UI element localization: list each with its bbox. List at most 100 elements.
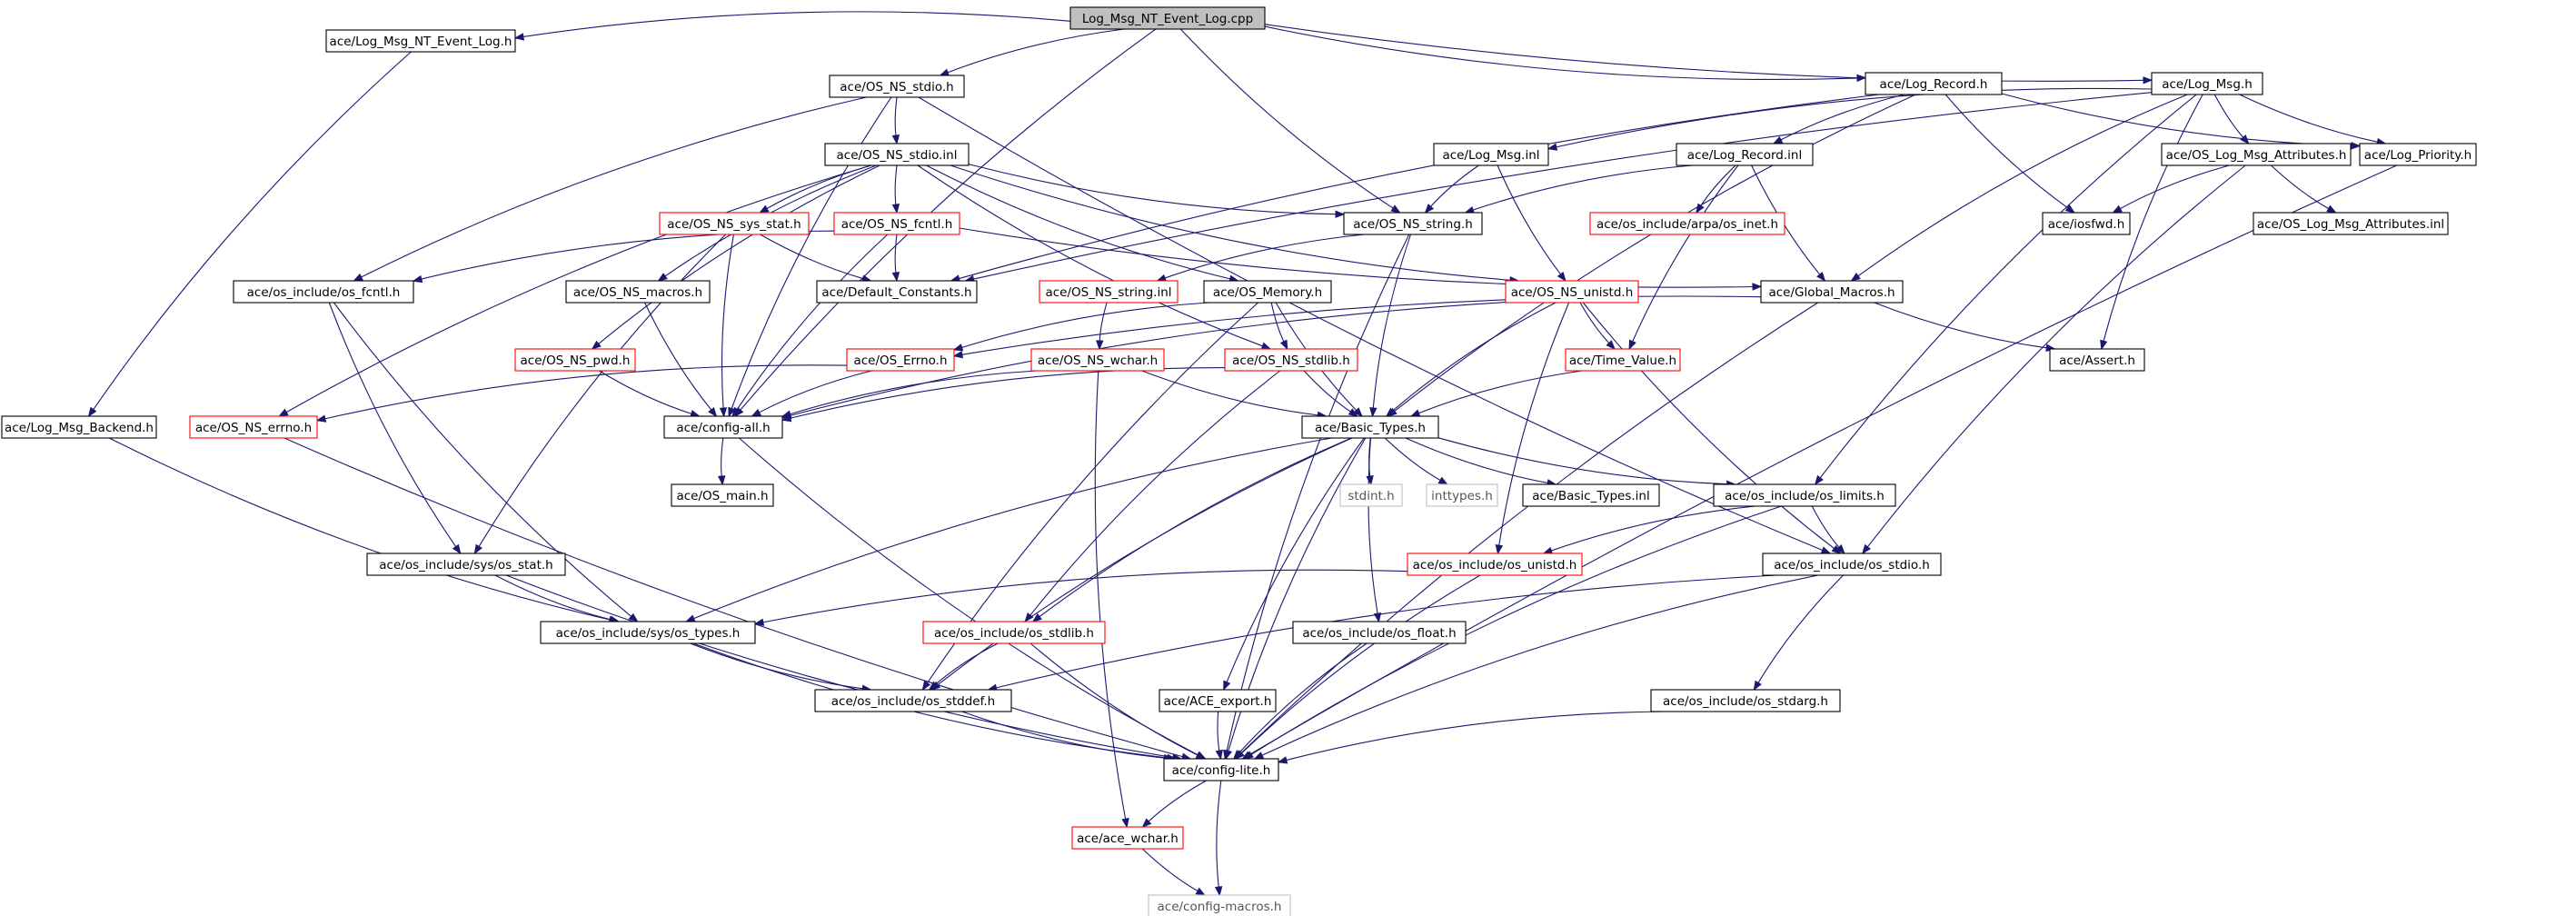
node-config-lite-h[interactable]: ace/config-lite.h — [1163, 758, 1279, 782]
node-box — [514, 348, 636, 372]
edge-sys_os_types_h-to-os_stddef_h — [690, 642, 872, 692]
node-box — [2042, 212, 2131, 235]
node-ace-export-h[interactable]: ace/ACE_export.h — [1159, 689, 1277, 712]
arrowhead — [1195, 887, 1206, 896]
node-config-macros-h: ace/config-macros.h — [1148, 894, 1291, 916]
node-os-ns-unistd-h[interactable]: ace/OS_NS_unistd.h — [1505, 280, 1639, 304]
edge-config_lite_h-to-config_macros_h — [1214, 780, 1223, 897]
node-os-ns-macros-h[interactable]: ace/OS_NS_macros.h — [565, 280, 711, 304]
node-os-stdlib-h[interactable]: ace/os_include/os_stdlib.h — [922, 621, 1106, 644]
node-global-macros-h[interactable]: ace/Global_Macros.h — [1760, 280, 1904, 304]
node-os-stdarg-h[interactable]: ace/os_include/os_stdarg.h — [1650, 689, 1841, 712]
edge-log_msg_h-to-os_limits_h — [1814, 94, 2197, 486]
node-basic-types-inl[interactable]: ace/Basic_Types.inl — [1522, 483, 1660, 507]
node-os-ns-sys-stat-h[interactable]: ace/OS_NS_sys_stat.h — [659, 212, 810, 235]
node-os-stddef-h[interactable]: ace/os_include/os_stddef.h — [814, 689, 1012, 712]
arrowhead — [1850, 273, 1861, 282]
arrowhead — [1348, 408, 1359, 417]
edge-os_stdlib_h-to-os_stddef_h — [928, 642, 999, 691]
node-box — [1292, 621, 1467, 644]
node-box — [1148, 894, 1291, 916]
node-box — [1030, 348, 1165, 372]
node-ace-wchar-h[interactable]: ace/ace_wchar.h — [1071, 826, 1184, 850]
arrowhead — [2064, 204, 2076, 214]
node-os-ns-stdio-inl[interactable]: ace/OS_NS_stdio.inl — [824, 143, 970, 166]
node-log-msg-inl[interactable]: ace/Log_Msg.inl — [1433, 143, 1549, 166]
node-label: ace/ace_wchar.h — [1077, 831, 1179, 846]
arrowhead — [1424, 204, 1435, 214]
arrowhead — [353, 273, 363, 282]
node-os-float-h[interactable]: ace/os_include/os_float.h — [1292, 621, 1467, 644]
node-box — [659, 212, 810, 235]
node-os-ns-wchar-h[interactable]: ace/OS_NS_wchar.h — [1030, 348, 1165, 372]
node-box — [366, 553, 566, 576]
node-root[interactable]: Log_Msg_NT_Event_Log.cpp — [1069, 6, 1266, 30]
node-box — [565, 280, 711, 304]
node-lmnel-h[interactable]: ace/Log_Msg_NT_Event_Log.h — [325, 29, 516, 53]
node-os-log-msg-attr-h[interactable]: ace/OS_Log_Msg_Attributes.h — [2161, 143, 2352, 166]
node-log-record-inl[interactable]: ace/Log_Record.inl — [1676, 143, 1814, 166]
edge-basic_types_h-to-sys_os_types_h — [684, 437, 1332, 622]
node-os-errno-h[interactable]: ace/OS_Errno.h — [846, 348, 955, 372]
node-os-ns-string-inl[interactable]: ace/OS_NS_string.inl — [1039, 280, 1179, 304]
edge-os_limits_h-to-os_stdio_h — [1811, 505, 1845, 555]
arrowhead — [1366, 475, 1374, 486]
node-assert-h[interactable]: ace/Assert.h — [2049, 348, 2145, 372]
node-os-inet-h[interactable]: ace/os_include/arpa/os_inet.h — [1589, 212, 1785, 235]
node-box — [814, 689, 1012, 712]
node-label: ace/os_include/os_stddef.h — [831, 694, 995, 709]
node-os-ns-pwd-h[interactable]: ace/OS_NS_pwd.h — [514, 348, 636, 372]
node-os-ns-stdlib-h[interactable]: ace/OS_NS_stdlib.h — [1224, 348, 1358, 372]
arrowhead — [1820, 546, 1832, 554]
node-box — [1343, 212, 1483, 235]
node-os-stdio-h[interactable]: ace/os_include/os_stdio.h — [1762, 553, 1942, 576]
arrowhead — [473, 543, 482, 555]
node-sys-os-stat-h[interactable]: ace/os_include/sys/os_stat.h — [366, 553, 566, 576]
node-log-msg-backend-h[interactable]: ace/Log_Msg_Backend.h — [1, 415, 157, 439]
node-os-unistd-h[interactable]: ace/os_include/os_unistd.h — [1407, 553, 1583, 576]
node-log-priority-h[interactable]: ace/Log_Priority.h — [2359, 143, 2477, 166]
node-os-main-h[interactable]: ace/OS_main.h — [671, 483, 774, 507]
edge-os_unistd_h-to-sys_os_types_h — [753, 569, 1408, 626]
node-os-fcntl-h[interactable]: ace/os_include/os_fcntl.h — [233, 280, 414, 304]
node-os-ns-stdio-h[interactable]: ace/OS_NS_stdio.h — [829, 75, 965, 98]
node-os-limits-h[interactable]: ace/os_include/os_limits.h — [1713, 483, 1896, 507]
node-os-memory-h[interactable]: ace/OS_Memory.h — [1203, 280, 1332, 304]
node-label: ace/config-all.h — [676, 421, 770, 435]
arrowhead — [1753, 680, 1762, 692]
node-os-log-msg-attr-inl[interactable]: ace/OS_Log_Msg_Attributes.inl — [2253, 212, 2449, 235]
arrowhead — [1390, 204, 1401, 214]
arrowhead — [1232, 750, 1243, 761]
node-default-constants-h[interactable]: ace/Default_Constants.h — [816, 280, 978, 304]
edge-os_unistd_h-to-config_lite_h — [1235, 574, 1481, 760]
node-log-record-h[interactable]: ace/Log_Record.h — [1865, 72, 2003, 95]
edge-os_stdarg_h-to-config_lite_h — [1277, 711, 1663, 764]
node-os-ns-errno-h[interactable]: ace/OS_NS_errno.h — [189, 415, 318, 439]
edge-basic_types_h-to-os_float_h — [1368, 437, 1382, 623]
arrowhead — [939, 68, 950, 76]
edge-os_ns_unistd_h-to-os_stdio_h — [1582, 302, 1842, 554]
arrowhead — [1335, 210, 1346, 218]
node-config-all-h[interactable]: ace/config-all.h — [663, 415, 783, 439]
edge-os_log_msg_attr_h-to-os_stdio_h — [1861, 164, 2246, 555]
node-box — [1426, 483, 1498, 507]
node-time-value-h[interactable]: ace/Time_Value.h — [1565, 348, 1681, 372]
edge-os_errno_h-to-config_all_h — [751, 370, 872, 417]
node-label: ace/OS_NS_string.inl — [1045, 285, 1171, 300]
node-os-ns-string-h[interactable]: ace/OS_NS_string.h — [1343, 212, 1483, 235]
node-iosfwd-h[interactable]: ace/iosfwd.h — [2042, 212, 2131, 235]
node-label: ace/config-lite.h — [1172, 763, 1271, 778]
arrowhead — [1141, 818, 1152, 828]
node-label: ace/os_include/os_unistd.h — [1413, 558, 1577, 572]
node-label: ace/os_include/os_stdio.h — [1774, 558, 1930, 572]
edge-os_ns_wchar_h-to-ace_wchar_h — [1094, 370, 1129, 829]
node-sys-os-types-h[interactable]: ace/os_include/sys/os_types.h — [540, 621, 756, 644]
node-stdint-h: stdint.h — [1339, 483, 1403, 507]
edge-os_ns_fcntl_h-to-os_fcntl_h — [412, 230, 835, 284]
node-basic-types-h[interactable]: ace/Basic_Types.h — [1301, 415, 1439, 439]
arrowhead — [891, 272, 900, 283]
node-log-msg-h[interactable]: ace/Log_Msg.h — [2151, 72, 2263, 95]
node-os-ns-fcntl-h[interactable]: ace/OS_NS_fcntl.h — [833, 212, 960, 235]
node-box — [1589, 212, 1785, 235]
edge-os_ns_sys_stat_h-to-sys_os_stat_h — [473, 234, 726, 555]
